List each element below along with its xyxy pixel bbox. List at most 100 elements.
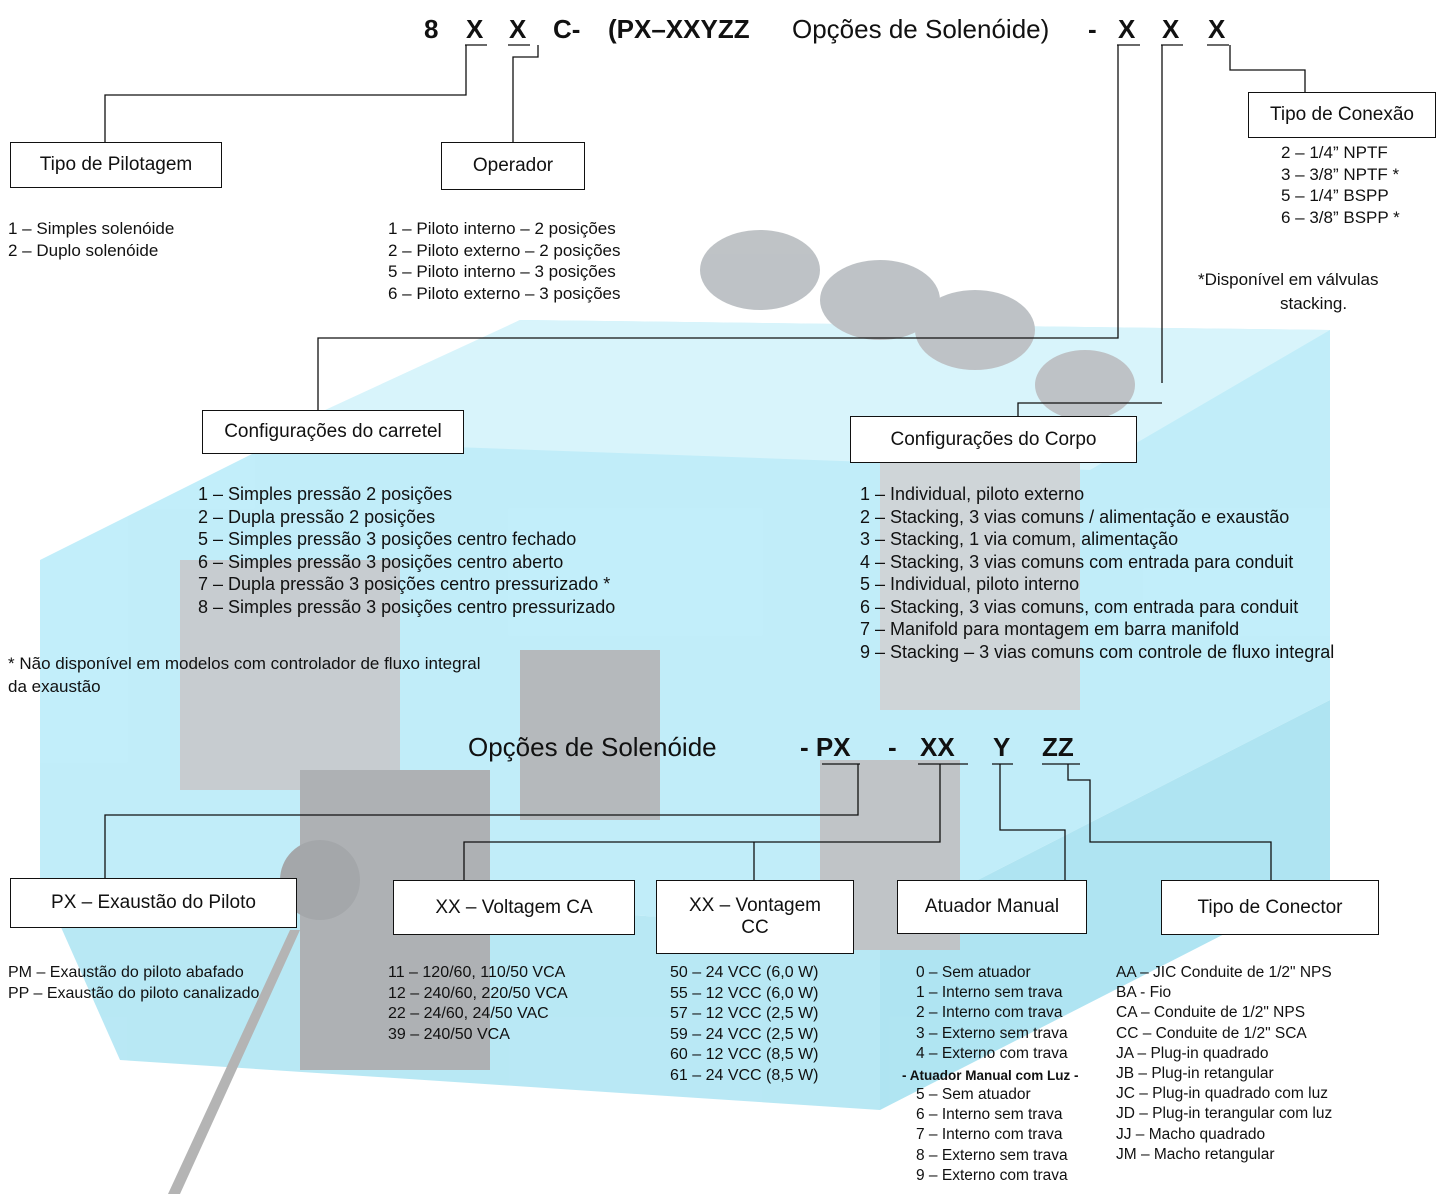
list-item: 2 – Interno com trava bbox=[916, 1004, 1063, 1022]
list-item: 6 – 3/8” BSPP * bbox=[1281, 207, 1400, 227]
carretel-note-1: * Não disponível em modelos com controla… bbox=[8, 654, 481, 673]
tipo-pilotagem-list: 1 – Simples solenóide 2 – Duplo solenóid… bbox=[8, 218, 174, 261]
atuador-list-b: 5 – Sem atuador 6 – Interno sem trava 7 … bbox=[916, 1085, 1068, 1186]
header-code-dash: - bbox=[1088, 14, 1097, 44]
list-item: 6 – Piloto externo – 3 posições bbox=[388, 283, 621, 303]
voltagem-cc-title-1: XX – Vontagem bbox=[688, 895, 822, 917]
atuador-subheading: - Atuador Manual com Luz - bbox=[902, 1068, 1079, 1083]
list-item: JA – Plug-in quadrado bbox=[1116, 1044, 1269, 1062]
carretel-note-2: da exaustão bbox=[8, 677, 101, 696]
voltagem-ca-box: XX – Voltagem CA bbox=[393, 880, 635, 935]
list-item: 3 – Externo sem trava bbox=[916, 1024, 1068, 1042]
corpo-box: Configurações do Corpo bbox=[850, 416, 1137, 463]
list-item: 6 – Stacking, 3 vias comuns, com entrada… bbox=[860, 596, 1299, 617]
list-item: 5 – Individual, piloto interno bbox=[860, 574, 1080, 594]
list-item: PM – Exaustão do piloto abafado bbox=[8, 964, 244, 981]
carretel-list: 1 – Simples pressão 2 posições 2 – Dupla… bbox=[198, 483, 615, 618]
carretel-box: Configurações do carretel bbox=[202, 410, 464, 454]
header-code-1: 8 bbox=[424, 14, 439, 44]
list-item: 8 – Externo sem trava bbox=[916, 1146, 1068, 1164]
voltagem-cc-title-2: CC bbox=[741, 917, 769, 938]
list-item: 9 – Externo com trava bbox=[916, 1166, 1068, 1184]
list-item: JB – Plug-in retangular bbox=[1116, 1065, 1274, 1083]
list-item: 5 – 1/4” BSPP bbox=[1281, 186, 1389, 205]
list-item: 8 – Simples pressão 3 posições centro pr… bbox=[198, 596, 616, 617]
list-item: 1 – Simples pressão 2 posições bbox=[198, 484, 453, 504]
solenoide-code-xx: XX bbox=[920, 732, 955, 762]
operador-box: Operador bbox=[441, 142, 585, 190]
conector-list: AA – JIC Conduite de 1/2" NPS BA - Fio C… bbox=[1116, 963, 1332, 1165]
solenoide-code-zz: ZZ bbox=[1042, 732, 1074, 762]
list-item: 3 – Stacking, 1 via comum, alimentação bbox=[860, 529, 1179, 549]
conector-box: Tipo de Conector bbox=[1161, 880, 1379, 935]
tipo-pilotagem-box: Tipo de Pilotagem bbox=[10, 142, 222, 188]
list-item: 39 – 240/50 VCA bbox=[388, 1025, 510, 1043]
list-item: 22 – 24/60, 24/50 VAC bbox=[388, 1005, 549, 1022]
list-item: 1 – Individual, piloto externo bbox=[860, 484, 1085, 504]
list-item: PP – Exaustão do piloto canalizado bbox=[8, 984, 260, 1002]
list-item: 2 – Stacking, 3 vias comuns / alimentaçã… bbox=[860, 506, 1290, 527]
voltagem-cc-list: 50 – 24 VCC (6,0 W) 55 – 12 VCC (6,0 W) … bbox=[670, 963, 819, 1086]
tipo-conexao-list: 2 – 1/4” NPTF 3 – 3/8” NPTF * 5 – 1/4” B… bbox=[1281, 142, 1400, 228]
list-item: 2 – 1/4” NPTF bbox=[1281, 143, 1388, 162]
header-code-6: X bbox=[1118, 14, 1136, 44]
exaustao-piloto-box: PX – Exaustão do Piloto bbox=[10, 878, 297, 928]
header-code-4: C- bbox=[553, 14, 581, 44]
solenoide-code-px: - PX bbox=[800, 732, 851, 762]
list-item: 1 – Simples solenóide bbox=[8, 219, 175, 238]
solenoide-code-y: Y bbox=[993, 732, 1011, 762]
list-item: JJ – Macho quadrado bbox=[1116, 1125, 1266, 1143]
header-code-mid: Opções de Solenóide) bbox=[792, 14, 1050, 44]
tipo-conexao-note-2: stacking. bbox=[1280, 294, 1348, 313]
header-code-2: X bbox=[466, 14, 484, 44]
list-item: 4 – Externo com trava bbox=[916, 1044, 1068, 1062]
header-code-7: X bbox=[1162, 14, 1180, 44]
list-item: 9 – Stacking – 3 vias comuns com control… bbox=[860, 641, 1335, 662]
corpo-list: 1 – Individual, piloto externo 2 – Stack… bbox=[860, 483, 1334, 663]
list-item: JC – Plug-in quadrado com luz bbox=[1116, 1085, 1328, 1103]
list-item: 11 – 120/60, 110/50 VCA bbox=[388, 964, 566, 981]
list-item: 7 – Interno com trava bbox=[916, 1126, 1063, 1144]
list-item: 12 – 240/60, 220/50 VCA bbox=[388, 984, 568, 1002]
list-item: JM – Macho retangular bbox=[1116, 1145, 1275, 1163]
solenoide-title: Opções de Solenóide bbox=[468, 732, 717, 762]
voltagem-ca-list: 11 – 120/60, 110/50 VCA 12 – 240/60, 220… bbox=[388, 963, 568, 1045]
atuador-list-a: 0 – Sem atuador 1 – Interno sem trava 2 … bbox=[916, 963, 1068, 1064]
list-item: 0 – Sem atuador bbox=[916, 964, 1031, 981]
list-item: JD – Plug-in terangular com luz bbox=[1116, 1105, 1333, 1123]
list-item: 6 – Interno sem trava bbox=[916, 1106, 1063, 1124]
list-item: BA - Fio bbox=[1116, 984, 1172, 1002]
list-item: 60 – 12 VCC (8,5 W) bbox=[670, 1046, 819, 1063]
voltagem-cc-box: XX – Vontagem CC bbox=[656, 880, 854, 954]
list-item: 3 – 3/8” NPTF * bbox=[1281, 164, 1400, 184]
solenoide-code-dash: - bbox=[888, 732, 897, 762]
list-item: 5 – Piloto interno – 3 posições bbox=[388, 262, 616, 281]
operador-list: 1 – Piloto interno – 2 posições 2 – Pilo… bbox=[388, 218, 620, 304]
list-item: 59 – 24 VCC (2,5 W) bbox=[670, 1025, 819, 1043]
list-item: 2 – Dupla pressão 2 posições bbox=[198, 506, 436, 527]
tipo-conexao-box: Tipo de Conexão bbox=[1248, 92, 1436, 138]
list-item: 5 – Sem atuador bbox=[916, 1086, 1031, 1103]
header-code-5: (PX–XXYZZ bbox=[608, 14, 750, 44]
list-item: 7 – Dupla pressão 3 posições centro pres… bbox=[198, 574, 611, 594]
list-item: 57 – 12 VCC (2,5 W) bbox=[670, 1005, 819, 1022]
list-item: 1 – Interno sem trava bbox=[916, 984, 1063, 1002]
list-item: AA – JIC Conduite de 1/2" NPS bbox=[1116, 964, 1332, 981]
list-item: CA – Conduite de 1/2" NPS bbox=[1116, 1004, 1306, 1022]
list-item: 55 – 12 VCC (6,0 W) bbox=[670, 984, 819, 1002]
list-item: CC – Conduite de 1/2" SCA bbox=[1116, 1024, 1307, 1042]
tipo-conexao-note-1: *Disponível em válvulas bbox=[1198, 270, 1379, 289]
list-item: 5 – Simples pressão 3 posições centro fe… bbox=[198, 529, 577, 549]
list-item: 4 – Stacking, 3 vias comuns com entrada … bbox=[860, 551, 1294, 572]
list-item: 61 – 24 VCC (8,5 W) bbox=[670, 1066, 819, 1084]
list-item: 6 – Simples pressão 3 posições centro ab… bbox=[198, 551, 564, 572]
list-item: 2 – Piloto externo – 2 posições bbox=[388, 240, 621, 260]
list-item: 7 – Manifold para montagem em barra mani… bbox=[860, 619, 1240, 639]
list-item: 2 – Duplo solenóide bbox=[8, 240, 159, 260]
atuador-box: Atuador Manual bbox=[897, 880, 1087, 934]
header-code-8: X bbox=[1208, 14, 1226, 44]
exaustao-piloto-list: PM – Exaustão do piloto abafado PP – Exa… bbox=[8, 963, 259, 1004]
header-code-3: X bbox=[509, 14, 527, 44]
list-item: 1 – Piloto interno – 2 posições bbox=[388, 219, 616, 238]
list-item: 50 – 24 VCC (6,0 W) bbox=[670, 964, 819, 981]
